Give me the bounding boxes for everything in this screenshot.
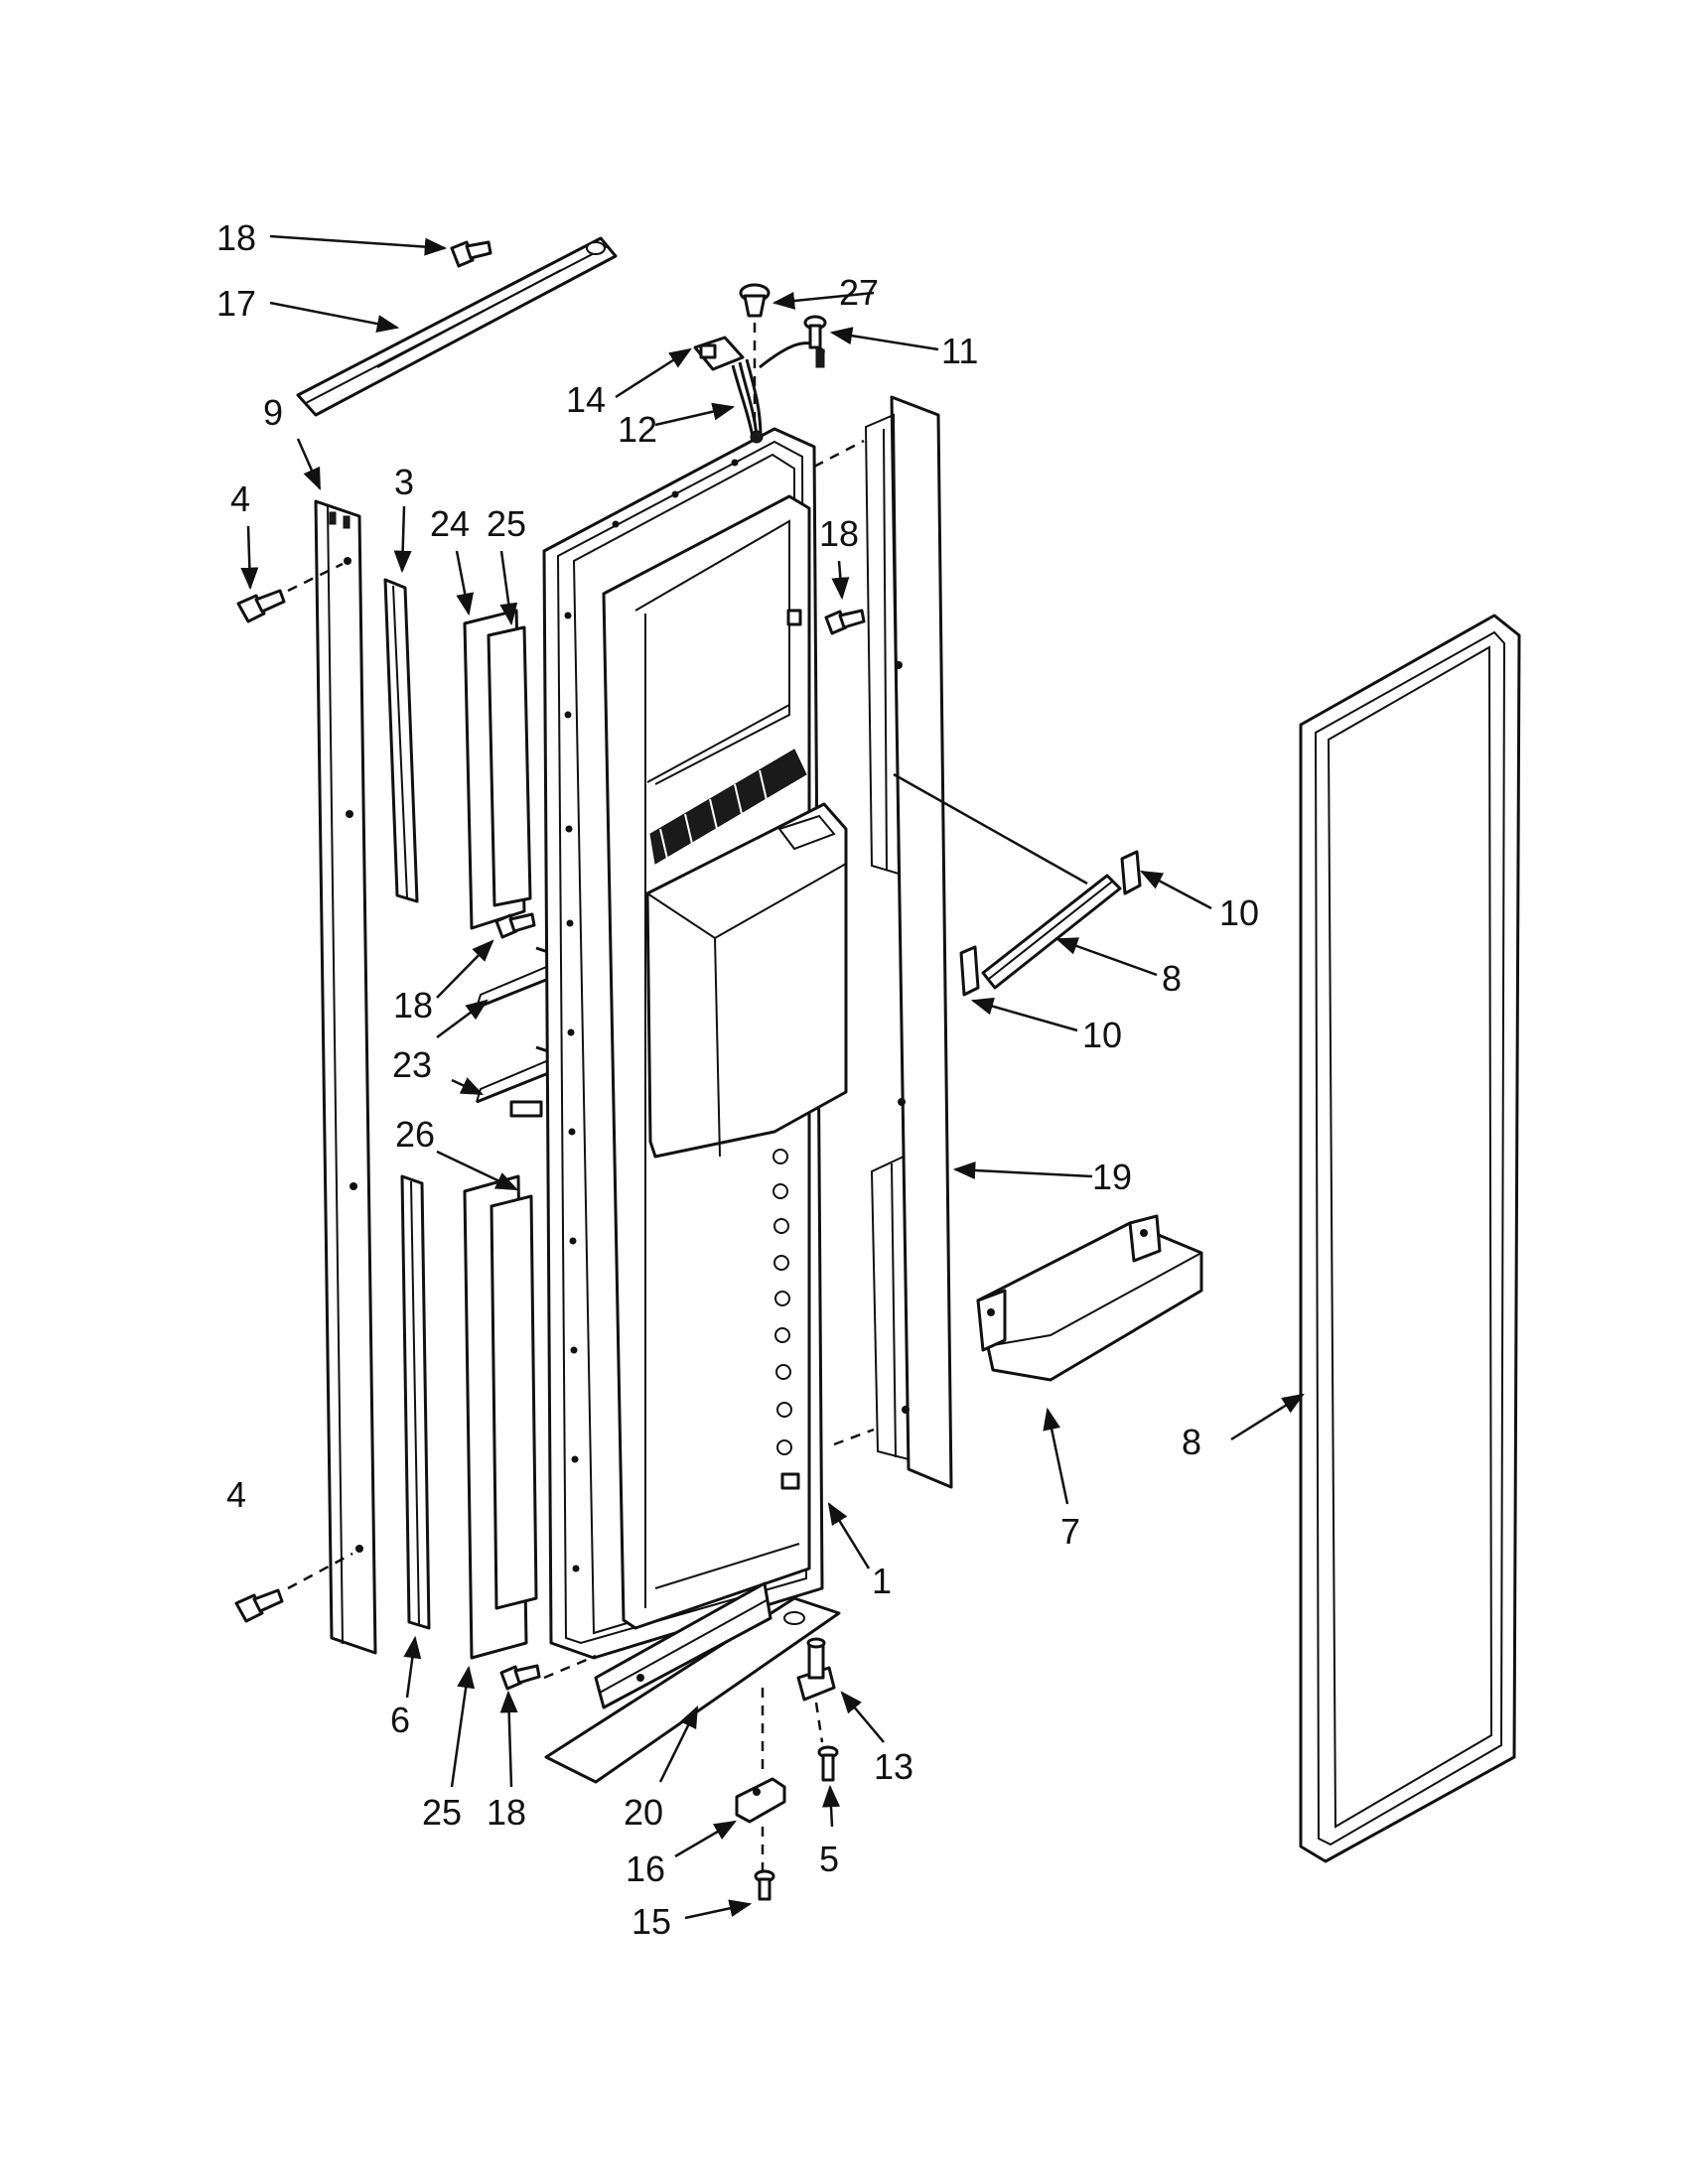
screw-part-4-upper (236, 562, 344, 623)
callout-6: 6 (390, 1700, 410, 1740)
callout-19: 18 (393, 985, 433, 1025)
screw-part-5 (817, 1745, 839, 1782)
lower-left-strip-part-6 (400, 1174, 431, 1630)
callout-14: 13 (874, 1746, 913, 1787)
callout-1: 1 (872, 1561, 892, 1601)
callout-19: 18 (216, 217, 256, 258)
callout-12: 11 (941, 331, 978, 371)
screw-part-4-lower (234, 1552, 353, 1623)
callout-11: 10 (1219, 892, 1259, 933)
end-cap-part-11-lower (959, 945, 980, 997)
door-gasket-part-8 (1299, 614, 1521, 1863)
callout-26: 26 (395, 1114, 435, 1155)
leader-lines (240, 234, 1305, 1920)
hinge-pin-part-14 (796, 1637, 836, 1743)
callout-19: 18 (819, 513, 859, 554)
callout-4: 4 (230, 478, 250, 519)
callout-13: 12 (618, 409, 657, 450)
callout-20: 19 (1092, 1157, 1132, 1197)
callout-23: 24 (430, 503, 470, 544)
upper-left-strip-part-3 (383, 578, 419, 903)
grille-lines (659, 769, 768, 860)
bottom-hinge-plate-part-21 (544, 1581, 841, 1784)
fastener-part-12 (803, 315, 827, 368)
callout-4: 4 (226, 1474, 246, 1515)
callout-25: 25 (422, 1792, 462, 1833)
door-bin-part-7 (976, 1214, 1203, 1382)
callout-21: 20 (624, 1792, 663, 1833)
lower-liner-part-26 (490, 1194, 538, 1610)
screw-part-19-top (450, 240, 492, 268)
callout-15: 14 (566, 379, 606, 420)
plug-part-27 (739, 283, 771, 422)
shelf-rail-part-10 (893, 772, 1122, 990)
top-trim-strip-part-18 (296, 236, 618, 417)
callout-27: 27 (839, 272, 879, 313)
callout-17: 16 (626, 1848, 665, 1889)
callout-18: 17 (216, 283, 256, 324)
right-side-rail-part-20 (813, 395, 953, 1489)
screw-part-19-right (824, 609, 866, 635)
callout-9: 9 (263, 392, 283, 433)
callout-11: 10 (1082, 1015, 1122, 1055)
end-cap-part-11-upper (1120, 850, 1142, 895)
screw-part-19-bottom (499, 1654, 597, 1691)
callout-8: 8 (1182, 1422, 1201, 1462)
callout-22: 23 (392, 1044, 432, 1085)
callout-3: 3 (394, 462, 414, 502)
wiring-harness-part-13 (731, 341, 826, 444)
callout-7: 7 (1060, 1511, 1080, 1552)
screw-part-16 (754, 1869, 775, 1901)
callout-labels: 18 17 9 4 3 24 25 18 27 11 14 12 18 23 2… (216, 217, 1259, 1942)
callout-5: 5 (819, 1839, 839, 1879)
upper-liner-part-24 (487, 625, 532, 907)
callout-10: 8 (1162, 958, 1182, 999)
callout-19: 18 (487, 1792, 526, 1833)
callout-24: 25 (487, 503, 526, 544)
screw-part-19-mid (494, 912, 536, 939)
bracket-part-22 (476, 946, 553, 1118)
stop-block-part-17 (735, 1688, 786, 1871)
callout-16: 15 (632, 1901, 671, 1942)
connector-part-15 (693, 336, 745, 371)
door-frame-part-1 (542, 427, 848, 1660)
left-side-rail-part-9 (314, 499, 377, 1655)
